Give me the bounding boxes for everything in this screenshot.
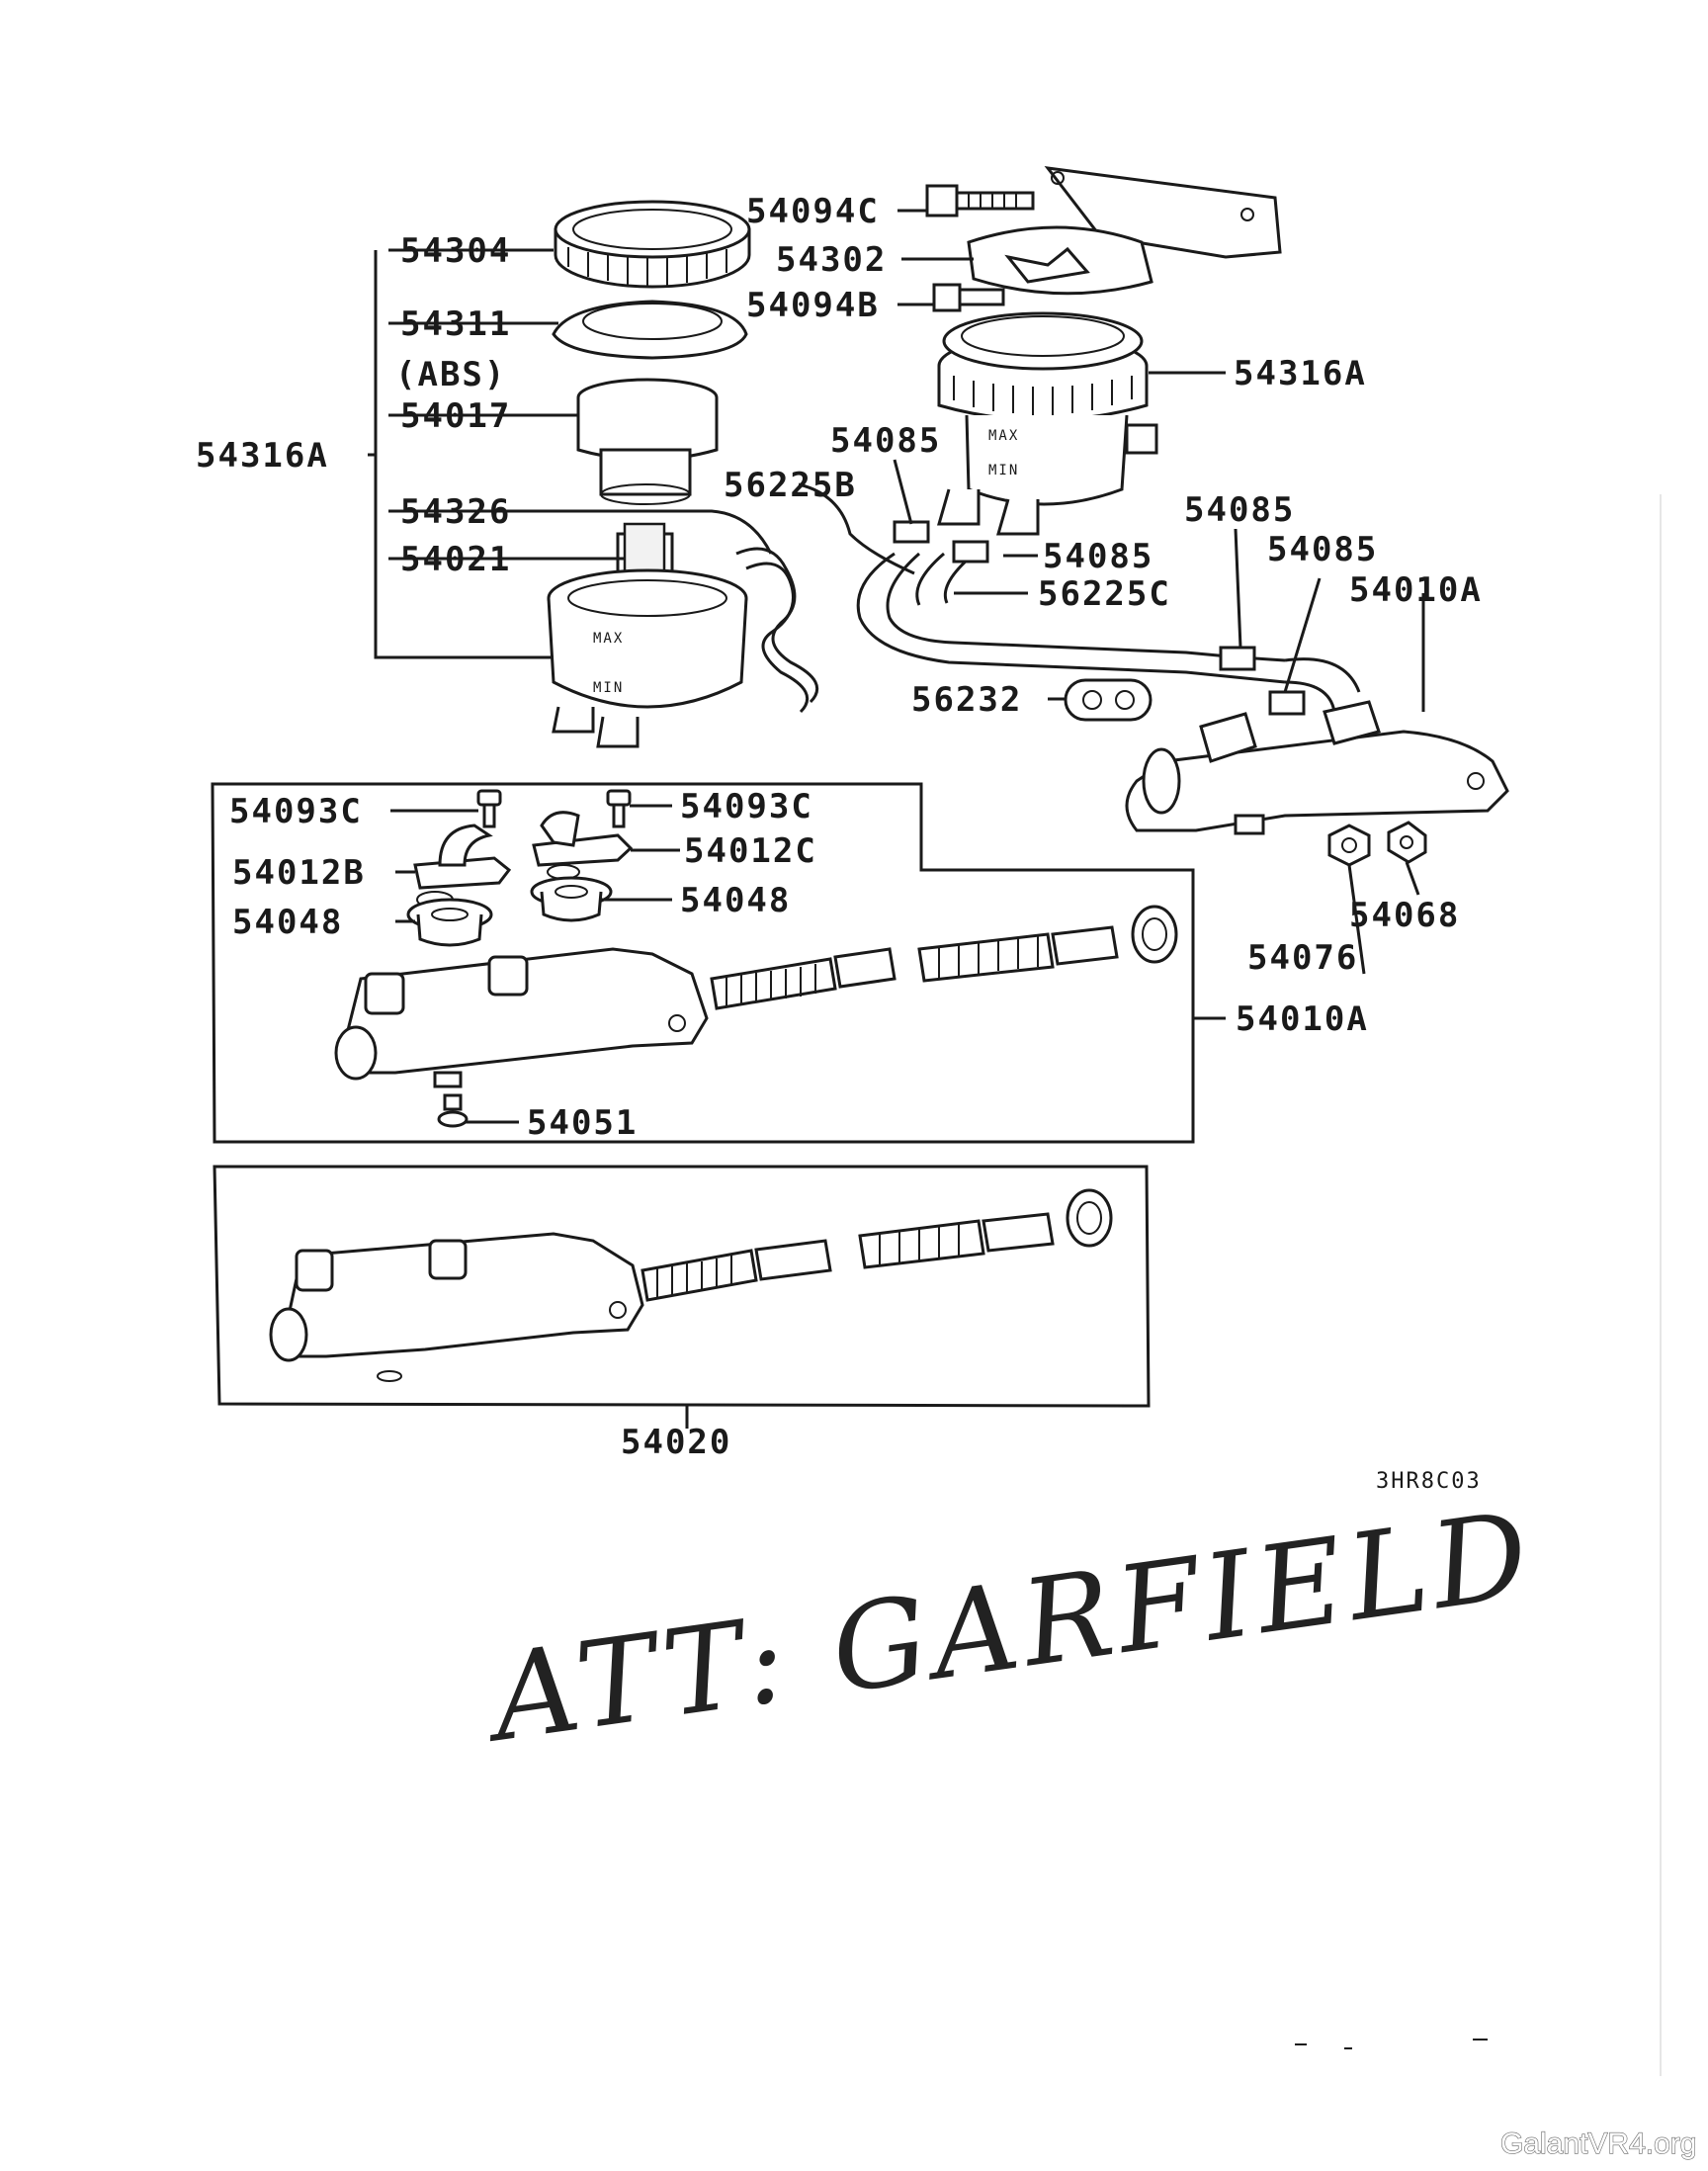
svg-text:MAX: MAX — [988, 428, 1019, 444]
seal-56232 — [1064, 678, 1153, 722]
piston-spring-primary — [710, 947, 897, 1010]
label-54010A-top: 54010A — [1349, 570, 1483, 610]
connector-54012B — [413, 824, 512, 909]
plug-54051 — [437, 1093, 469, 1128]
master-cylinder-54010A — [1125, 700, 1509, 835]
bolt-54094C — [925, 184, 1035, 217]
label-54048-left: 54048 — [232, 903, 343, 942]
seal-ring — [1131, 905, 1178, 964]
label-54051: 54051 — [527, 1103, 638, 1143]
label-54017: 54017 — [400, 396, 511, 436]
label-54094C: 54094C — [746, 192, 880, 231]
label-54085-b: 54085 — [1184, 490, 1295, 530]
label-54021: 54021 — [400, 540, 511, 579]
label-54076: 54076 — [1247, 938, 1358, 978]
cylinder-body-54010A — [334, 947, 709, 1088]
screw-54093C-left — [476, 789, 502, 828]
drawing-code: 3HR8C03 — [1376, 1469, 1482, 1494]
reservoir-54021: MAX MIN — [547, 522, 819, 748]
label-56232: 56232 — [911, 680, 1022, 720]
frame-54020 — [213, 1165, 1151, 1408]
label-54048-right: 54048 — [680, 881, 791, 920]
piston-spring-secondary-54020 — [858, 1212, 1055, 1269]
label-54304: 54304 — [400, 231, 511, 271]
screw-54093C-right — [606, 789, 632, 828]
label-54085-a: 54085 — [830, 421, 941, 461]
svg-text:MIN: MIN — [988, 463, 1019, 478]
label-54311: 54311 — [400, 304, 511, 344]
label-54012C: 54012C — [684, 831, 817, 871]
label-abs: (ABS) — [395, 355, 506, 394]
label-54316A-left: 54316A — [196, 436, 329, 476]
leader-lines — [368, 209, 1425, 1429]
label-54326: 54326 — [400, 492, 511, 532]
label-54085-c: 54085 — [1043, 537, 1153, 576]
nut-54076 — [1327, 824, 1371, 867]
piston-spring-secondary — [917, 925, 1119, 983]
diaphragm-54311 — [552, 300, 748, 360]
reservoir-54316A-right: MAX MIN — [937, 311, 1158, 536]
grommet-54048-left — [406, 898, 493, 947]
watermark: GalantVR4.org — [1500, 2128, 1696, 2160]
label-54020: 54020 — [621, 1423, 731, 1462]
cylinder-body-54020 — [269, 1232, 644, 1382]
label-54316A-right: 54316A — [1234, 354, 1367, 393]
label-56225B: 56225B — [724, 466, 857, 505]
scan-artifacts — [1295, 494, 1662, 2076]
label-54302: 54302 — [776, 240, 887, 280]
reservoir-cap-54304 — [554, 200, 751, 289]
seal-ring-54020 — [1066, 1188, 1113, 1248]
part-labels: 54094C 54304 54302 54094B 54311 54316A (… — [196, 192, 1483, 1494]
label-54085-d: 54085 — [1267, 530, 1378, 569]
piston-spring-primary-54020 — [640, 1239, 832, 1302]
label-54068: 54068 — [1349, 896, 1460, 935]
clamp-54085 — [893, 520, 1306, 716]
bracket-54302 — [967, 166, 1282, 296]
label-54010A-mid: 54010A — [1236, 999, 1369, 1039]
washer-54068 — [1387, 821, 1427, 864]
float-54017 — [576, 378, 719, 505]
grommet-54048-right — [530, 876, 613, 922]
svg-text:MAX: MAX — [593, 631, 624, 647]
label-54012B: 54012B — [232, 853, 366, 893]
handwritten-note: ATT: GARFIELD — [474, 1486, 1543, 1770]
label-56225C: 56225C — [1038, 574, 1171, 614]
connector-54012C — [532, 811, 634, 880]
label-54094B: 54094B — [746, 286, 880, 325]
bolt-54094B — [932, 283, 1005, 312]
svg-text:MIN: MIN — [593, 680, 624, 696]
label-54093C-left: 54093C — [229, 792, 363, 831]
frame-54010A — [211, 782, 1195, 1144]
label-54093C-right: 54093C — [680, 787, 813, 826]
